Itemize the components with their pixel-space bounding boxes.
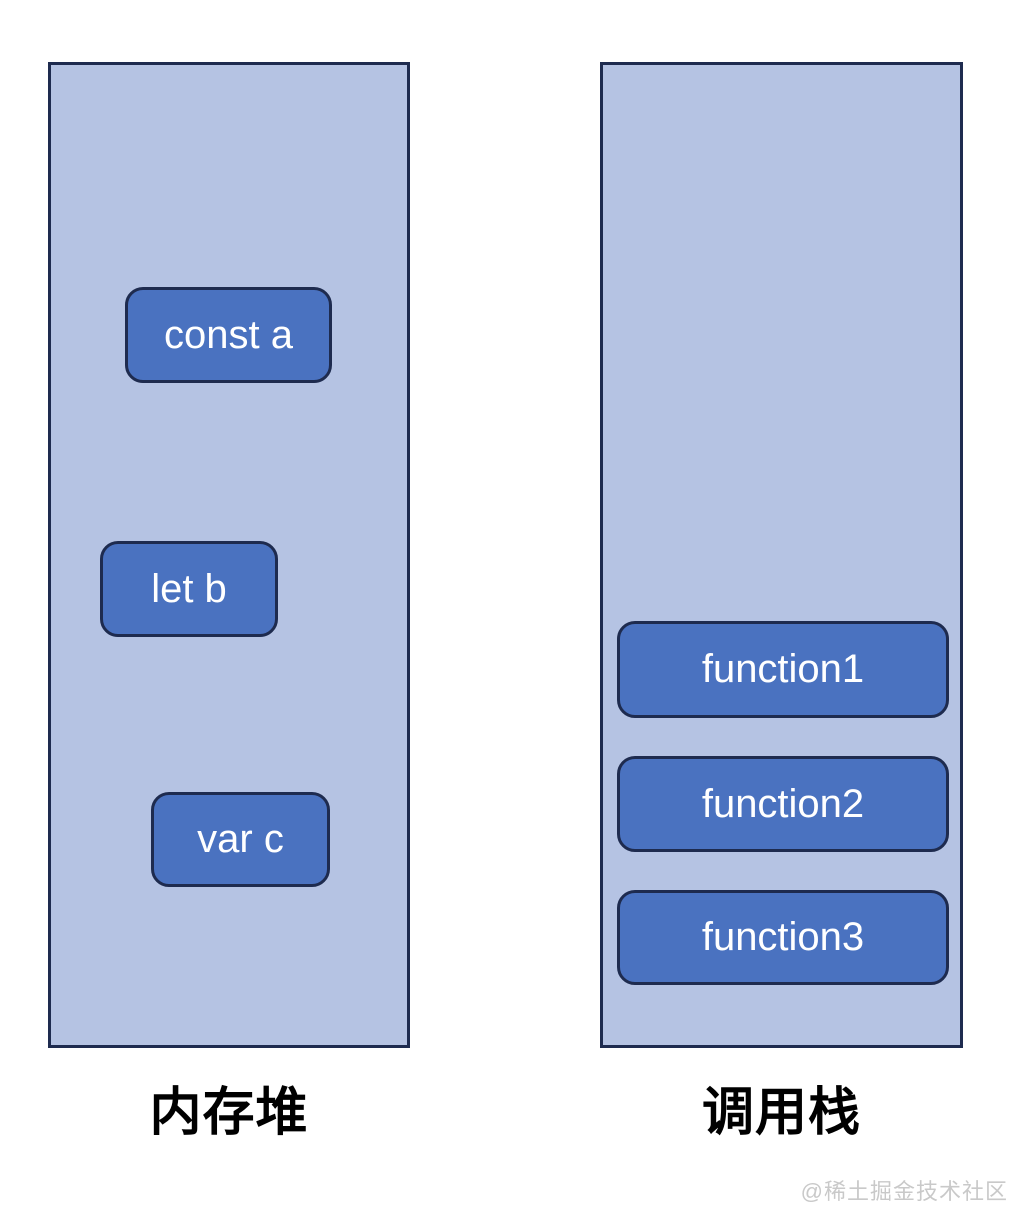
heap-box-let-b: let b [100,541,278,637]
watermark: @稀土掘金技术社区 [800,1179,1008,1204]
stack-box-function2: function2 [617,756,949,852]
stack-box-function3: function3 [617,890,949,985]
heap-box-const-a: const a [125,287,332,383]
heap-box-var-c: var c [151,792,330,887]
call-stack-label: 调用栈 [701,1084,861,1142]
memory-heap-label: 内存堆 [149,1084,309,1142]
call-stack-panel [600,62,963,1048]
stack-box-function1: function1 [617,621,949,718]
